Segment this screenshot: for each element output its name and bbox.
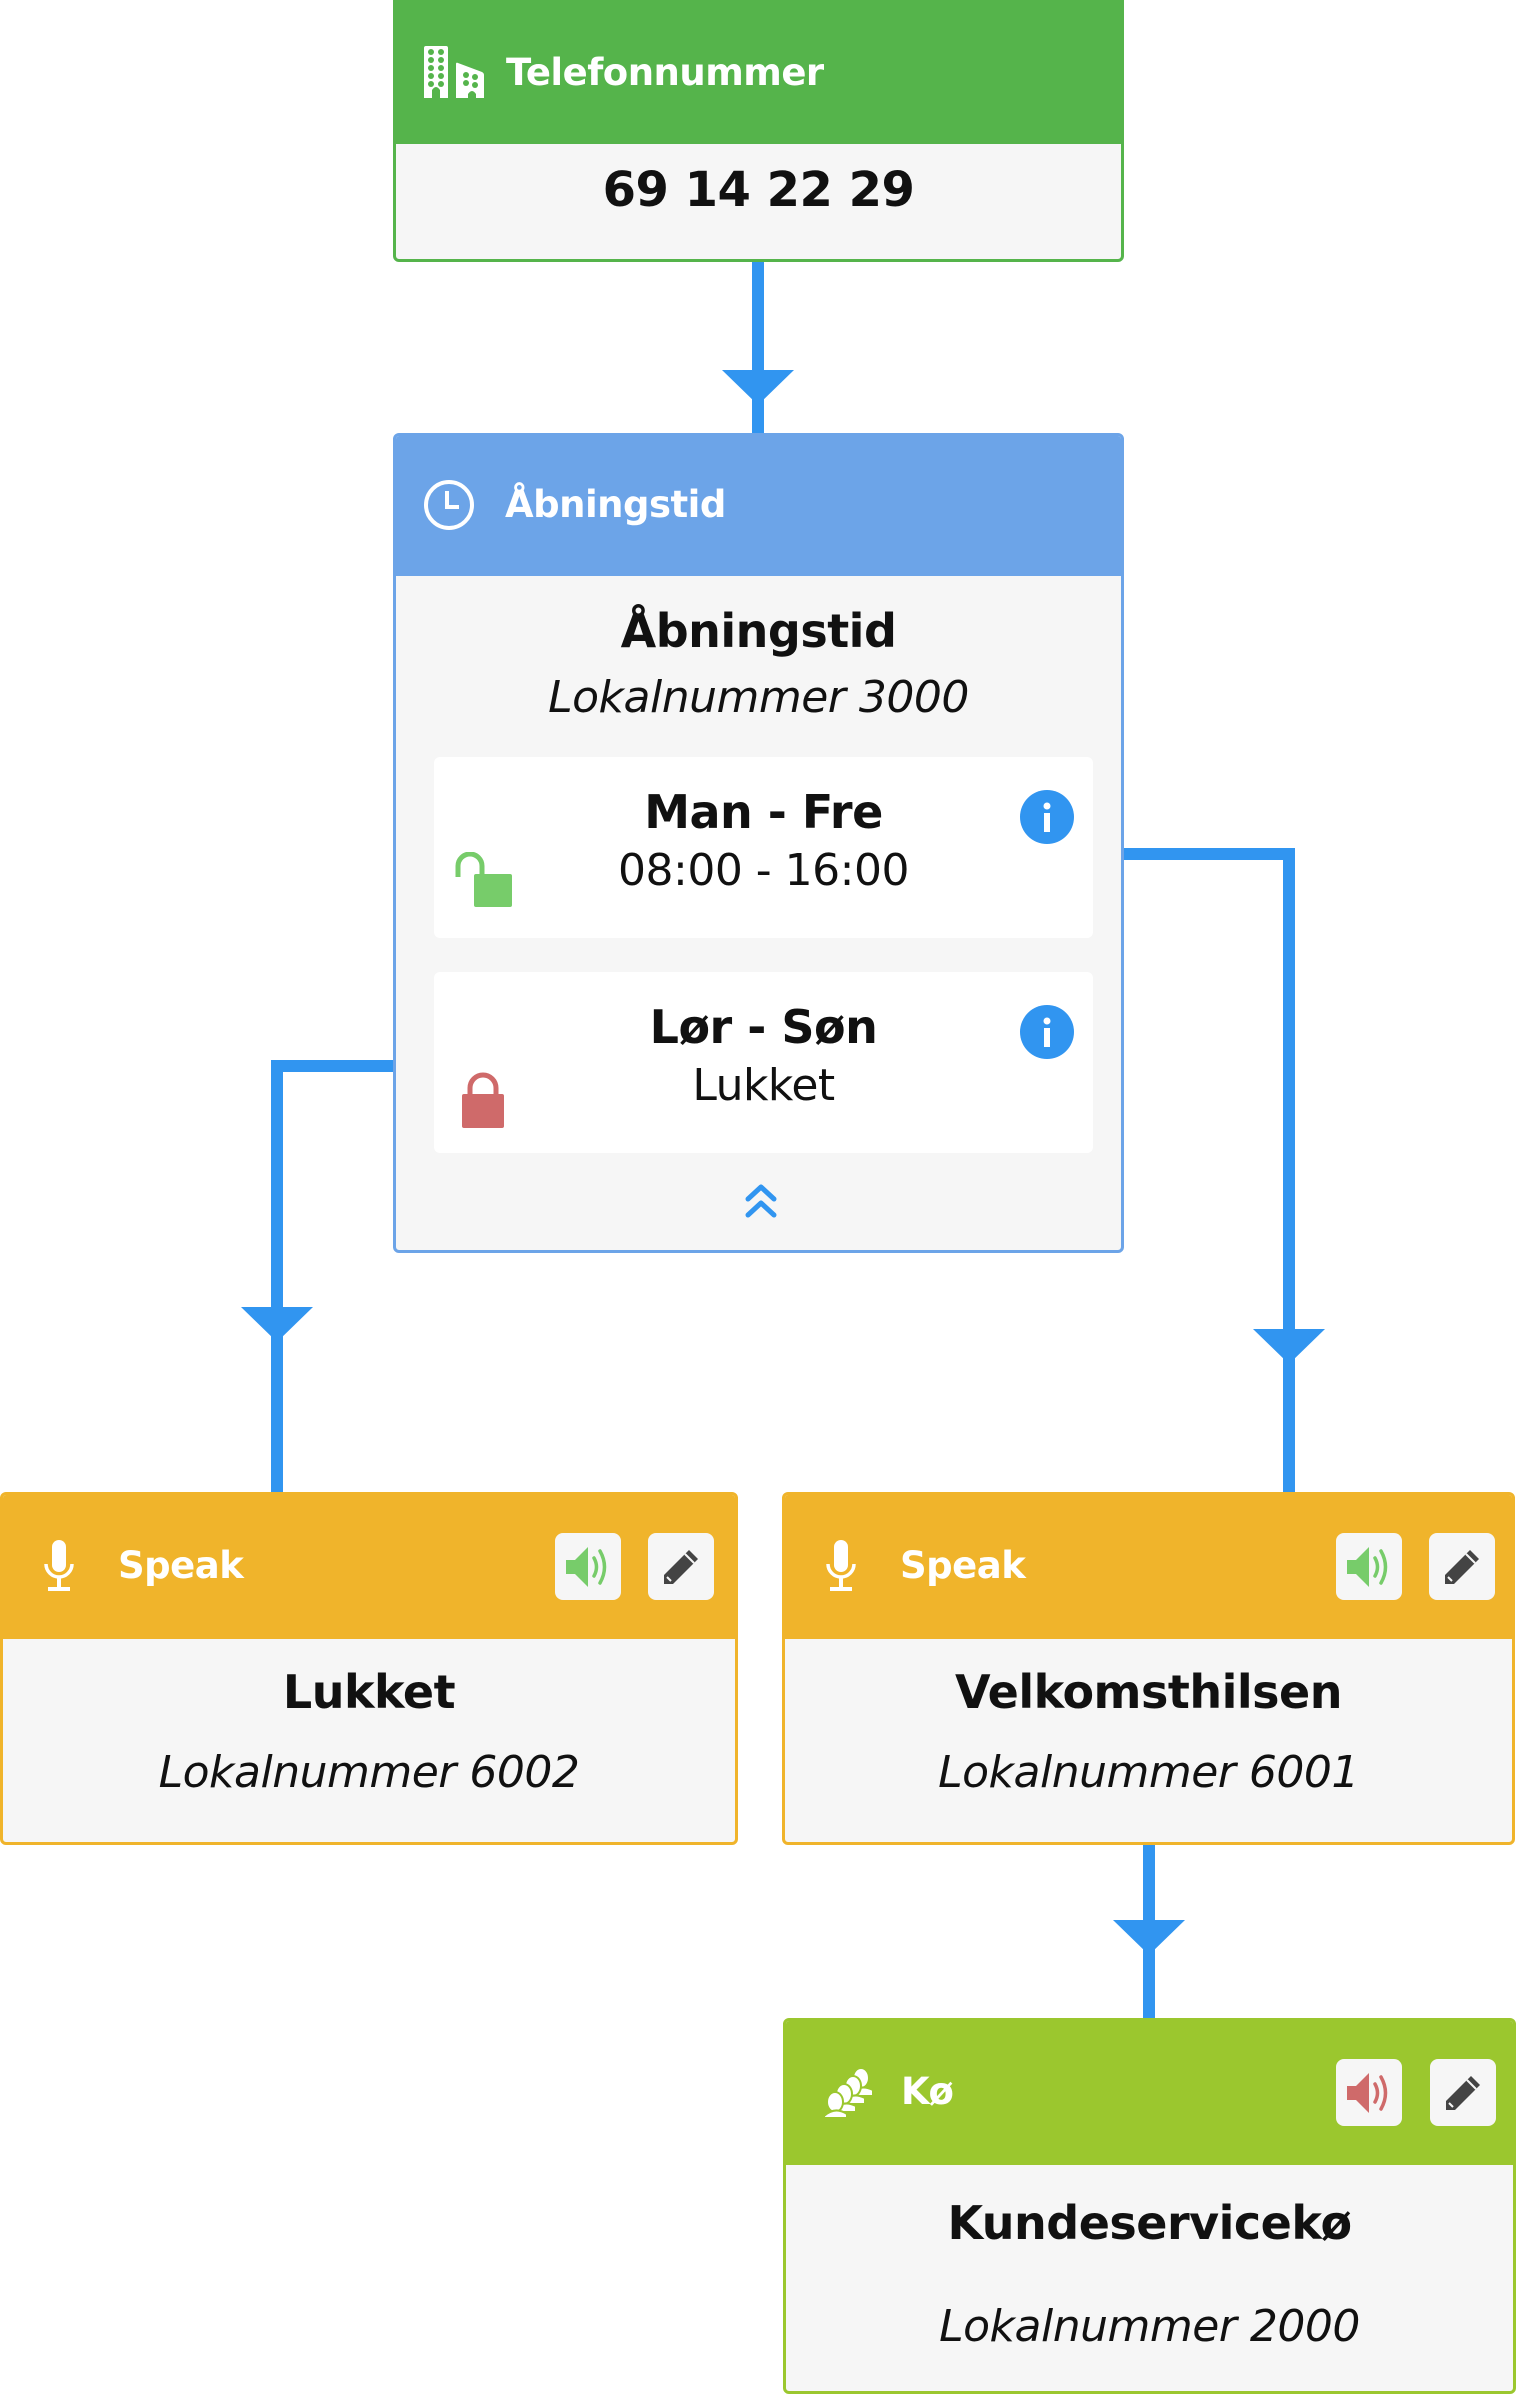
queue-extension: Lokalnummer 2000 (939, 2301, 1360, 2352)
queue-node[interactable]: Kø Kundeservicekø Lokalnummer 2000 (783, 2018, 1516, 2394)
speak-welcome-header-title: Speak (900, 1544, 1026, 1587)
arrow-down-icon (722, 370, 794, 405)
arrow-down-icon (1113, 1920, 1185, 1955)
edit-button[interactable] (648, 1533, 714, 1600)
opening-hours-extension: Lokalnummer 3000 (548, 672, 969, 723)
phone-node-header: Telefonnummer (396, 0, 1121, 144)
info-icon[interactable] (1020, 790, 1074, 844)
opening-hours-node-header: Åbningstid (396, 436, 1121, 576)
play-sound-button[interactable] (555, 1533, 621, 1600)
speaker-on-icon (1345, 1543, 1393, 1591)
speak-welcome-title: Velkomsthilsen (955, 1665, 1342, 1719)
arrow-down-icon (241, 1307, 313, 1342)
pencil-icon (1442, 1547, 1482, 1587)
queue-node-header: Kø (786, 2021, 1513, 2165)
clock-icon (423, 479, 475, 531)
speaker-on-icon (564, 1543, 612, 1591)
phone-node-header-title: Telefonnummer (506, 50, 824, 94)
queue-people-icon (823, 2066, 875, 2118)
opening-hours-title: Åbningstid (620, 604, 897, 658)
pencil-icon (661, 1547, 701, 1587)
phone-number-node[interactable]: Telefonnummer 69 14 22 29 (393, 0, 1124, 262)
schedule-hours: Lukket (692, 1060, 835, 1111)
schedule-card-weekdays[interactable]: Man - Fre 08:00 - 16:00 (434, 757, 1093, 938)
opening-hours-header-title: Åbningstid (505, 483, 726, 526)
pencil-icon (1443, 2073, 1483, 2113)
unlock-icon (455, 852, 513, 908)
arrow-down-icon (1253, 1329, 1325, 1364)
speak-closed-extension: Lokalnummer 6002 (158, 1747, 580, 1798)
play-sound-button[interactable] (1336, 2059, 1402, 2126)
schedule-days: Man - Fre (644, 785, 883, 839)
lock-icon (461, 1072, 505, 1130)
schedule-hours: 08:00 - 16:00 (618, 845, 909, 896)
speak-closed-title: Lukket (282, 1665, 456, 1719)
speak-welcome-node-header: Speak (785, 1495, 1512, 1639)
microphone-icon (826, 1539, 856, 1592)
chevron-double-up-icon[interactable] (745, 1182, 777, 1220)
phone-number-value: 69 14 22 29 (602, 162, 915, 218)
speak-closed-header-title: Speak (118, 1544, 244, 1587)
speak-closed-node-header: Speak (3, 1495, 735, 1639)
edit-button[interactable] (1429, 1533, 1495, 1600)
building-icon (424, 46, 484, 98)
edit-button[interactable] (1430, 2059, 1496, 2126)
speak-welcome-node[interactable]: Speak Velkomsthilsen Lokalnummer 6001 (782, 1492, 1515, 1845)
microphone-icon (44, 1539, 74, 1592)
info-icon[interactable] (1020, 1005, 1074, 1059)
speak-closed-node[interactable]: Speak Lukket Lokalnummer 6002 (0, 1492, 738, 1845)
queue-title: Kundeservicekø (947, 2196, 1352, 2250)
queue-header-title: Kø (901, 2070, 954, 2113)
schedule-days: Lør - Søn (649, 1000, 878, 1054)
speaker-muted-icon (1345, 2069, 1393, 2117)
opening-hours-node[interactable]: Åbningstid Åbningstid Lokalnummer 3000 M… (393, 433, 1124, 1253)
speak-welcome-extension: Lokalnummer 6001 (938, 1747, 1359, 1798)
play-sound-button[interactable] (1336, 1533, 1402, 1600)
schedule-card-weekend[interactable]: Lør - Søn Lukket (434, 972, 1093, 1153)
